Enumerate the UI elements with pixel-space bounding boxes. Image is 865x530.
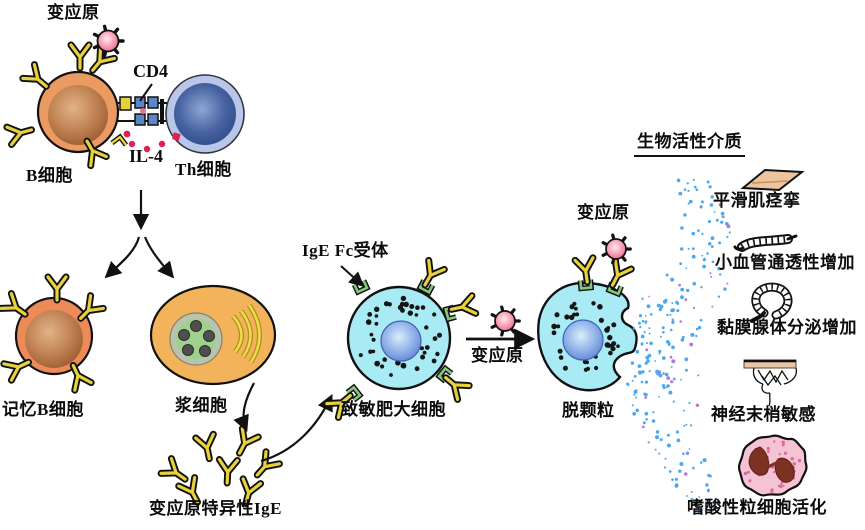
label-effect-eosinophil: 嗜酸性粒细胞活化 bbox=[687, 498, 827, 517]
label-th-cell: Th细胞 bbox=[175, 160, 232, 179]
label-allergen-right: 变应原 bbox=[577, 203, 630, 222]
nucleus-chromatin-dots bbox=[178, 320, 215, 357]
endoplasmic-reticulum-icon bbox=[231, 303, 262, 364]
label-cd4: CD4 bbox=[133, 61, 168, 81]
released-mediator-dots bbox=[630, 295, 676, 398]
secreted-ige-antibodies bbox=[161, 429, 279, 507]
bcr-antibody-icon bbox=[48, 277, 66, 300]
il4-secretion-dot bbox=[172, 132, 181, 141]
label-mast-cell: 致敏肥大细胞 bbox=[341, 400, 446, 419]
label-effect-gland: 黏膜腺体分泌增加 bbox=[717, 318, 857, 337]
bcr-antibody-icon bbox=[71, 45, 89, 68]
b-cell bbox=[7, 45, 131, 166]
th-cell bbox=[165, 74, 245, 154]
il4-molecule-dot bbox=[123, 130, 131, 138]
label-allergen-mid: 变应原 bbox=[471, 346, 524, 365]
degranulating-mast-cell bbox=[537, 258, 638, 392]
allergen-icon bbox=[490, 305, 521, 337]
fc-receptor-pointer-line bbox=[340, 265, 365, 288]
label-plasma-cell: 浆细胞 bbox=[175, 396, 228, 415]
label-specific-ige: 变应原特异性IgE bbox=[149, 499, 282, 518]
bound-ige-icon bbox=[440, 371, 469, 400]
label-effect-smooth-muscle: 平滑肌痉挛 bbox=[713, 191, 801, 210]
differentiation-arrows bbox=[104, 190, 175, 279]
label-b-cell: B细胞 bbox=[26, 166, 73, 185]
nerve-ending-icon bbox=[743, 359, 798, 407]
sensitized-mast-cell bbox=[327, 260, 476, 417]
mucosal-gland-icon bbox=[750, 282, 793, 323]
bound-ige-icon bbox=[449, 296, 475, 318]
secretion-arrows bbox=[233, 382, 333, 463]
label-mediators-header: 生物活性介质 bbox=[634, 132, 745, 157]
bcr-antibody-icon bbox=[1, 294, 30, 322]
label-il4: IL-4 bbox=[129, 146, 164, 166]
label-memory-b-cell: 记忆B细胞 bbox=[2, 400, 84, 419]
bcr-antibody-icon bbox=[23, 65, 52, 94]
eosinophil-icon bbox=[737, 434, 808, 497]
cd4-pointer-line bbox=[139, 83, 153, 102]
bcr-antibody-icon bbox=[7, 121, 34, 144]
plasma-cell bbox=[149, 284, 277, 386]
label-degranulation: 脱颗粒 bbox=[562, 401, 615, 420]
fc-receptor-icon bbox=[355, 281, 367, 292]
bound-ige-icon bbox=[575, 258, 596, 283]
label-effect-vessel: 小血管通透性增加 bbox=[715, 253, 855, 272]
b-th-synapse bbox=[118, 83, 168, 126]
smooth-muscle-icon bbox=[740, 168, 805, 192]
label-effect-nerve: 神经末梢敏感 bbox=[711, 405, 816, 424]
granules bbox=[551, 301, 620, 372]
label-ige-fc-receptor: IgE Fc受体 bbox=[302, 241, 389, 260]
small-vessel-icon bbox=[733, 234, 798, 252]
memory-b-cell bbox=[1, 277, 103, 390]
released-mediator-cloud bbox=[626, 178, 731, 514]
label-allergen-top: 变应原 bbox=[47, 3, 100, 22]
allergen-icon bbox=[601, 233, 632, 265]
il4-dots bbox=[128, 140, 166, 153]
